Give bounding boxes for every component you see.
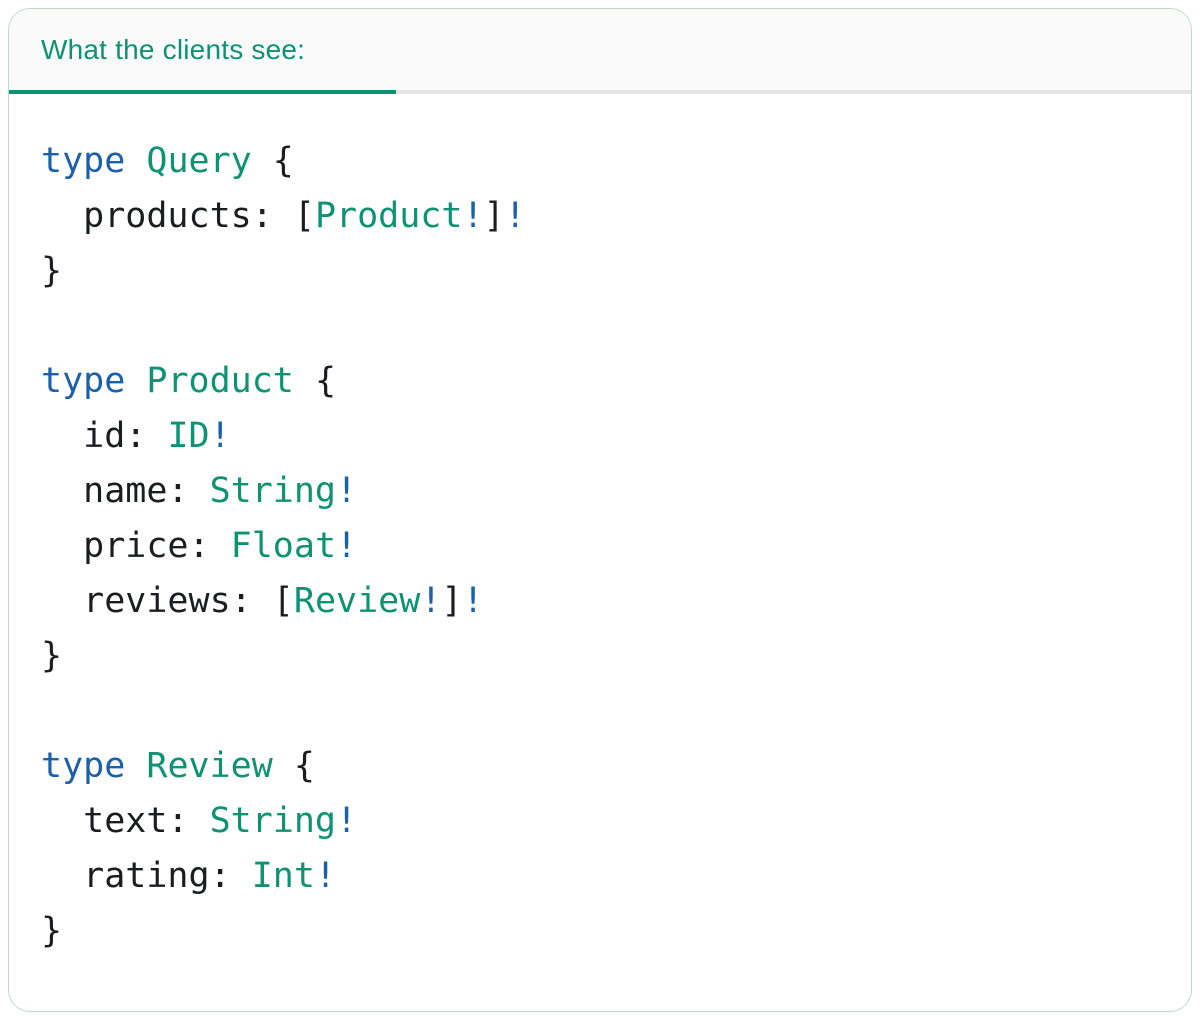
active-tab-indicator — [9, 90, 396, 94]
code-token-bang: ! — [462, 581, 484, 621]
code-token-bang: ! — [209, 416, 231, 456]
code-token-typename: String — [209, 471, 337, 511]
code-token-plain: ] — [483, 196, 505, 236]
code-token-typename: Review — [146, 746, 273, 786]
code-token-plain: { — [272, 746, 315, 786]
code-token-plain: products: [ — [41, 196, 315, 236]
code-token-plain: id: — [41, 416, 168, 456]
code-token-typename: Review — [293, 581, 421, 621]
code-line: type Review { — [41, 739, 1171, 794]
code-token-plain — [125, 141, 146, 181]
code-line — [41, 684, 1171, 739]
code-token-plain — [125, 361, 146, 401]
code-line: name: String! — [41, 464, 1171, 519]
code-token-plain: rating: — [41, 856, 252, 896]
code-token-bang: ! — [336, 471, 358, 511]
code-token-plain: ] — [441, 581, 463, 621]
code-token-typename: Int — [251, 856, 315, 896]
code-token-typename: Float — [230, 526, 337, 566]
code-line: } — [41, 904, 1171, 959]
code-line: rating: Int! — [41, 849, 1171, 904]
code-token-keyword: type — [41, 746, 126, 786]
tab-label: What the clients see: — [41, 33, 306, 65]
tab-strip: What the clients see: — [9, 9, 1191, 94]
code-token-typename: Product — [146, 361, 294, 401]
code-token-typename: Query — [146, 141, 252, 181]
code-token-bang: ! — [314, 856, 337, 896]
code-token-bang: ! — [336, 801, 358, 841]
code-token-plain: } — [41, 911, 63, 951]
code-token-bang: ! — [420, 581, 442, 621]
code-line: } — [41, 629, 1171, 684]
code-line: reviews: [Review!]! — [41, 574, 1171, 629]
code-token-plain: } — [41, 251, 63, 291]
code-line: type Query { — [41, 134, 1171, 189]
code-line: } — [41, 244, 1171, 299]
code-token-bang: ! — [462, 196, 484, 236]
code-token-plain: } — [41, 636, 63, 676]
code-token-bang: ! — [504, 196, 526, 236]
code-line: price: Float! — [41, 519, 1171, 574]
code-token-typename: ID — [167, 416, 210, 456]
code-token-bang: ! — [336, 526, 358, 566]
code-token-plain: { — [293, 361, 337, 401]
code-token-keyword: type — [41, 361, 126, 401]
code-line: products: [Product!]! — [41, 189, 1171, 244]
code-block: type Query { products: [Product!]!} type… — [9, 94, 1191, 959]
code-line: type Product { — [41, 354, 1171, 409]
code-token-keyword: type — [41, 141, 126, 181]
code-token-plain: text: — [41, 801, 210, 841]
code-line: text: String! — [41, 794, 1171, 849]
code-token-typename: String — [209, 801, 337, 841]
code-token-plain: name: — [41, 471, 210, 511]
code-panel: What the clients see: type Query { produ… — [8, 8, 1192, 1012]
code-token-typename: Product — [314, 196, 463, 236]
code-token-plain: reviews: [ — [41, 581, 294, 621]
code-token-plain — [125, 746, 146, 786]
tab-what-clients-see[interactable]: What the clients see: — [9, 9, 396, 90]
code-line — [41, 299, 1171, 354]
code-token-plain: price: — [41, 526, 231, 566]
code-token-plain: { — [251, 141, 294, 181]
code-line: id: ID! — [41, 409, 1171, 464]
